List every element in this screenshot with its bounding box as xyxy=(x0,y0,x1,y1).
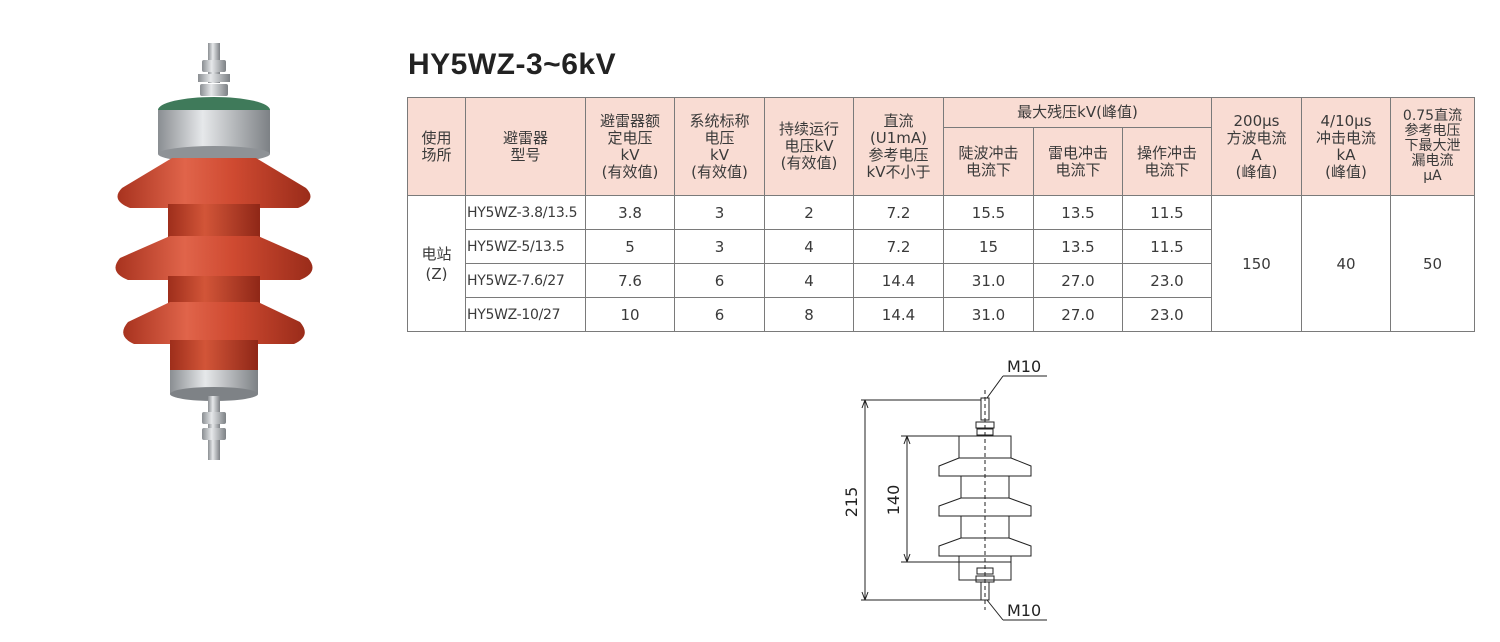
table-row: 电站 (Z) HY5WZ-3.8/13.5 3.8 3 2 7.2 15.5 1… xyxy=(407,195,1475,332)
steep-cell: 15 xyxy=(943,229,1034,264)
lightning-cell: 27.0 xyxy=(1033,263,1123,298)
lightning-cell: 13.5 xyxy=(1033,195,1123,230)
dc-cell: 7.2 xyxy=(853,195,944,230)
model-cell: HY5WZ-10/27 xyxy=(465,297,586,332)
header-steep-wave: 陡波冲击 电流下 xyxy=(943,127,1034,196)
rated-cell: 7.6 xyxy=(585,263,675,298)
header-usage: 使用 场所 xyxy=(407,97,466,196)
header-square-wave: 200μs 方波电流 A (峰值) xyxy=(1211,97,1302,196)
steep-cell: 31.0 xyxy=(943,263,1034,298)
rated-cell: 3.8 xyxy=(585,195,675,230)
header-dc-reference: 直流 (U1mA) 参考电压 kV不小于 xyxy=(853,97,944,196)
square-wave-cell: 150 xyxy=(1211,195,1302,332)
product-title: HY5WZ-3~6kV xyxy=(408,48,617,81)
model-cell: HY5WZ-3.8/13.5 xyxy=(465,195,586,230)
model-cell: HY5WZ-5/13.5 xyxy=(465,229,586,264)
system-cell: 6 xyxy=(674,297,765,332)
switching-cell: 23.0 xyxy=(1122,297,1212,332)
header-continuous-voltage: 持续运行 电压kV (有效值) xyxy=(764,97,854,196)
header-model: 避雷器 型号 xyxy=(465,97,586,196)
system-cell: 3 xyxy=(674,229,765,264)
dc-cell: 7.2 xyxy=(853,229,944,264)
header-leakage: 0.75直流 参考电压 下最大泄 漏电流 μA xyxy=(1390,97,1475,196)
lightning-cell: 13.5 xyxy=(1033,229,1123,264)
header-impulse: 4/10μs 冲击电流 kA (峰值) xyxy=(1301,97,1391,196)
top-thread-label: M10 xyxy=(1007,357,1041,376)
header-residual-voltage: 最大残压kV(峰值) xyxy=(943,97,1212,128)
bottom-thread-label: M10 xyxy=(1007,601,1041,620)
leakage-cell: 50 xyxy=(1390,195,1475,332)
rated-cell: 5 xyxy=(585,229,675,264)
continuous-cell: 4 xyxy=(764,229,854,264)
rated-cell: 10 xyxy=(585,297,675,332)
continuous-cell: 2 xyxy=(764,195,854,230)
body-length-label: 140 xyxy=(884,485,903,516)
switching-cell: 11.5 xyxy=(1122,195,1212,230)
table-row: HY5WZ-10/27 10 6 8 14.4 31.0 27.0 23.0 xyxy=(408,297,1475,332)
impulse-cell: 40 xyxy=(1301,195,1391,332)
usage-cell: 电站 (Z) xyxy=(407,195,466,332)
system-cell: 6 xyxy=(674,263,765,298)
continuous-cell: 8 xyxy=(764,297,854,332)
steep-cell: 15.5 xyxy=(943,195,1034,230)
header-switching: 操作冲击 电流下 xyxy=(1122,127,1212,196)
switching-cell: 11.5 xyxy=(1122,229,1212,264)
spec-table: 使用 场所 避雷器 型号 避雷器额 定电压 kV (有效值) 系统标称 电压 k… xyxy=(407,97,1475,332)
continuous-cell: 4 xyxy=(764,263,854,298)
model-cell: HY5WZ-7.6/27 xyxy=(465,263,586,298)
system-cell: 3 xyxy=(674,195,765,230)
dc-cell: 14.4 xyxy=(853,263,944,298)
table-row: HY5WZ-5/13.5 5 3 4 7.2 15 13.5 11.5 xyxy=(408,229,1475,264)
header-lightning: 雷电冲击 电流下 xyxy=(1033,127,1123,196)
overall-length-label: 215 xyxy=(842,487,861,518)
arrester-photo xyxy=(115,43,313,460)
switching-cell: 23.0 xyxy=(1122,263,1212,298)
dimension-drawing: M10 M10 215 140 xyxy=(842,357,1047,621)
steep-cell: 31.0 xyxy=(943,297,1034,332)
lightning-cell: 27.0 xyxy=(1033,297,1123,332)
header-system-voltage: 系统标称 电压 kV (有效值) xyxy=(674,97,765,196)
dc-cell: 14.4 xyxy=(853,297,944,332)
header-rated-voltage: 避雷器额 定电压 kV (有效值) xyxy=(585,97,675,196)
